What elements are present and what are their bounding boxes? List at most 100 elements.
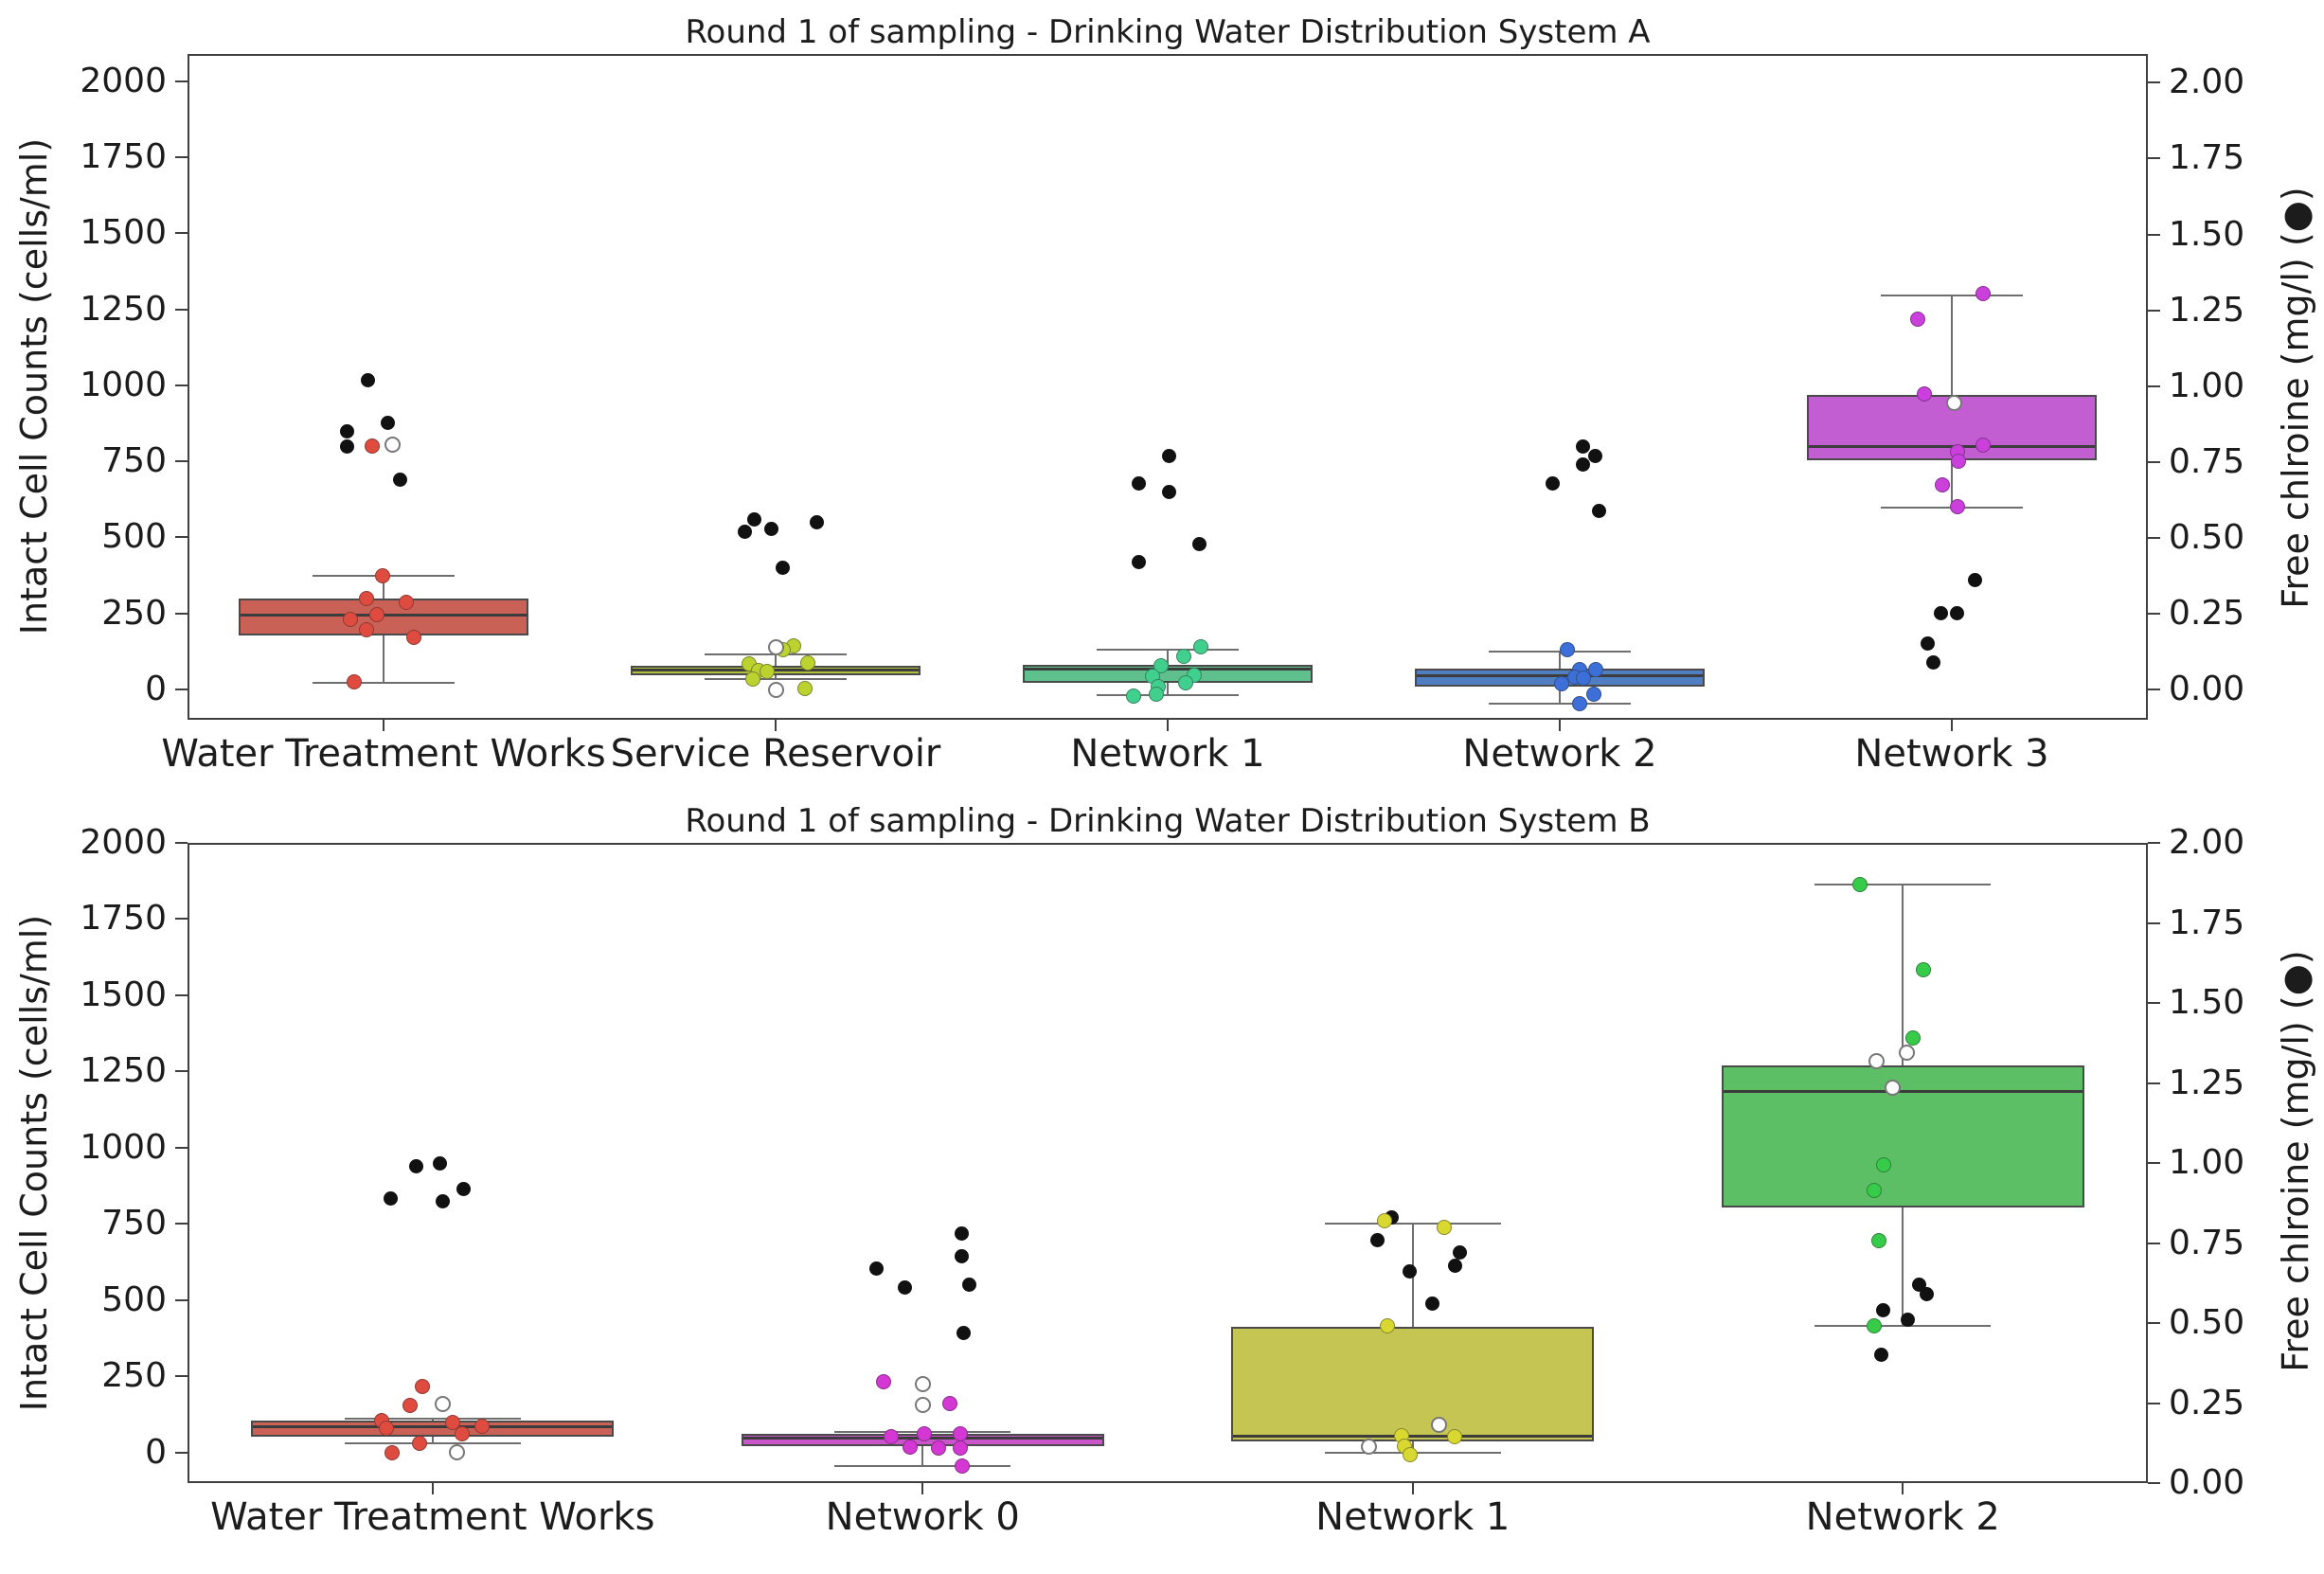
cell-count-point <box>359 590 375 606</box>
left-tick-label: 750 <box>101 441 167 481</box>
panel-a-title: Round 1 of sampling - Drinking Water Dis… <box>685 13 1651 51</box>
right-tick-mark <box>2148 536 2160 539</box>
cell-count-point <box>800 654 816 671</box>
cell-count-point <box>1871 1233 1887 1249</box>
category-label: Network 3 <box>1854 732 2049 776</box>
cell-count-point <box>744 671 760 687</box>
right-tick-mark <box>2148 157 2160 160</box>
cell-count-point <box>384 1445 400 1461</box>
chlorine-point <box>961 1277 976 1292</box>
category-label: Network 1 <box>1315 1495 1511 1539</box>
category-label: Network 2 <box>1805 1495 2000 1539</box>
chlorine-point <box>809 515 824 530</box>
open-point <box>914 1376 931 1393</box>
chlorine-point <box>763 521 778 536</box>
x-tick-mark <box>1902 1483 1904 1494</box>
open-point <box>767 681 784 698</box>
right-tick-mark <box>2148 385 2160 387</box>
chlorine-point <box>1967 573 1982 588</box>
open-point <box>1945 395 1962 411</box>
cell-count-point <box>953 1440 969 1456</box>
cell-count-point <box>398 594 414 610</box>
median-line <box>253 1425 613 1429</box>
chlorine-point <box>1591 503 1606 518</box>
chlorine-point <box>1425 1297 1440 1312</box>
chlorine-point <box>897 1280 912 1296</box>
whisker-cap-high <box>1324 1223 1501 1225</box>
cell-count-point <box>375 568 391 584</box>
box <box>1231 1326 1595 1441</box>
chlorine-point <box>456 1181 472 1196</box>
open-point <box>449 1443 466 1460</box>
right-tick-mark <box>2148 842 2160 844</box>
chlorine-point <box>381 415 396 430</box>
right-tick-label: 1.50 <box>2169 983 2245 1022</box>
chlorine-point <box>956 1325 972 1340</box>
cell-count-point <box>364 438 380 455</box>
left-tick-mark <box>175 460 188 463</box>
left-tick-mark <box>175 842 188 844</box>
cell-count-point <box>454 1426 470 1442</box>
cell-count-point <box>1446 1428 1462 1444</box>
cell-count-point <box>1588 661 1604 677</box>
right-tick-mark <box>2148 81 2160 84</box>
cell-count-point <box>1905 1030 1922 1046</box>
left-tick-label: 1500 <box>80 213 167 253</box>
left-tick-mark <box>175 1298 188 1301</box>
left-tick-mark <box>175 612 188 615</box>
right-tick-label: 1.00 <box>2169 366 2245 405</box>
panel-b-title: Round 1 of sampling - Drinking Water Dis… <box>685 802 1651 840</box>
right-tick-mark <box>2148 460 2160 463</box>
chlorine-point <box>1161 485 1176 500</box>
right-tick-label: 1.00 <box>2169 1143 2245 1182</box>
whisker-cap-high <box>1815 884 1992 886</box>
right-tick-label: 1.75 <box>2169 138 2245 178</box>
chlorine-point <box>747 512 762 528</box>
chlorine-point <box>1919 1287 1934 1302</box>
right-tick-mark <box>2148 921 2160 924</box>
open-point <box>914 1397 931 1414</box>
right-tick-mark <box>2148 1322 2160 1324</box>
right-tick-mark <box>2148 1482 2160 1484</box>
cell-count-point <box>1915 961 1931 977</box>
x-tick-mark <box>383 720 384 731</box>
x-tick-mark <box>1411 1483 1414 1494</box>
whisker-cap-high <box>1097 648 1239 651</box>
cell-count-point <box>379 1421 395 1437</box>
cell-count-point <box>941 1395 957 1411</box>
left-tick-label: 1000 <box>80 1127 167 1167</box>
left-tick-mark <box>175 232 188 235</box>
median-line <box>1723 1090 2083 1094</box>
whisker-cap-low <box>313 681 455 684</box>
cell-count-point <box>902 1439 918 1455</box>
cell-count-point <box>875 1374 891 1390</box>
left-tick-mark <box>175 1223 188 1225</box>
chlorine-point <box>738 524 753 539</box>
cell-count-point <box>1916 385 1932 402</box>
cell-count-point <box>1950 498 1966 514</box>
cell-count-point <box>1575 671 1591 687</box>
left-tick-mark <box>175 156 188 159</box>
right-tick-label: 2.00 <box>2169 823 2245 862</box>
chlorine-point <box>1926 654 1941 670</box>
open-point <box>1884 1079 1901 1096</box>
right-tick-label: 0.75 <box>2169 1223 2245 1262</box>
chlorine-point <box>1873 1348 1888 1363</box>
whisker-cap-low <box>834 1464 1011 1467</box>
right-tick-label: 0.25 <box>2169 1383 2245 1422</box>
chlorine-point <box>1575 439 1590 455</box>
right-tick-mark <box>2148 612 2160 615</box>
left-tick-mark <box>175 1375 188 1378</box>
right-tick-label: 0.25 <box>2169 593 2245 633</box>
whisker-cap-low <box>705 678 847 681</box>
x-tick-mark <box>1167 720 1169 731</box>
cell-count-point <box>1866 1317 1882 1333</box>
left-tick-label: 2000 <box>80 823 167 862</box>
cell-count-point <box>1586 686 1602 702</box>
left-tick-label: 1750 <box>80 137 167 177</box>
category-label: Service Reservoir <box>610 732 941 776</box>
chlorine-point <box>954 1225 969 1241</box>
cell-count-point <box>797 681 813 697</box>
left-tick-mark <box>175 993 188 996</box>
x-tick-mark <box>431 1483 434 1494</box>
